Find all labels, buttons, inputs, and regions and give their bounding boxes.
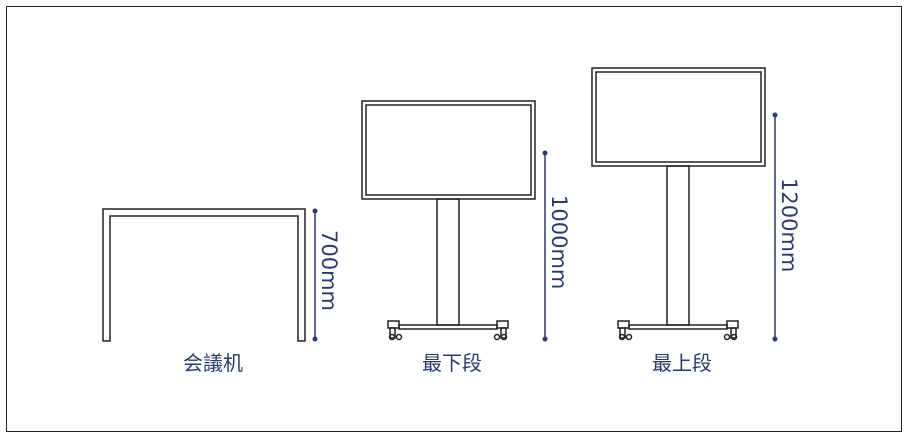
highest-dimension-label: 1200mm — [777, 178, 801, 272]
conference-table — [102, 208, 306, 342]
stand-base — [628, 324, 728, 330]
caster-left — [387, 320, 403, 341]
highest-caption: 最上段 — [652, 351, 712, 375]
highest-dimension-line — [772, 112, 778, 342]
monitor-screen — [365, 104, 532, 196]
table-dimension-label: 700mm — [317, 230, 341, 311]
monitor-stand-lowest — [361, 100, 536, 341]
monitor-outer-frame — [591, 67, 766, 167]
monitor-stand-highest — [591, 67, 766, 341]
monitor-outer-frame — [361, 100, 536, 200]
lowest-dimension-label: 1000mm — [547, 195, 571, 289]
caster-right — [723, 320, 739, 341]
stand-base — [398, 324, 498, 330]
lowest-caption: 最下段 — [422, 351, 482, 375]
caster-right — [493, 320, 509, 341]
table-caption: 会議机 — [183, 351, 243, 375]
monitor-screen — [595, 71, 762, 163]
stand-pole — [666, 165, 690, 326]
diagram-frame — [6, 6, 902, 432]
lowest-dimension-line — [542, 150, 548, 342]
table-dimension-line — [312, 208, 318, 342]
caster-left — [617, 320, 633, 341]
stand-pole — [436, 198, 460, 326]
